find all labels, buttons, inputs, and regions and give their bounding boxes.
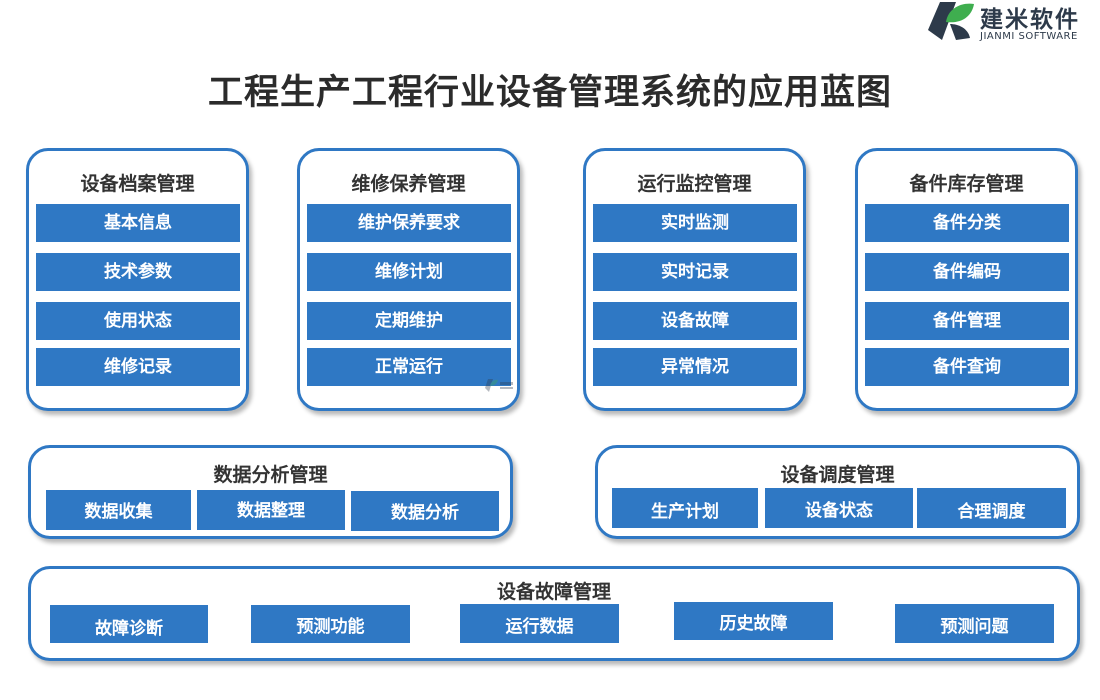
module-title: 设备档案管理 bbox=[80, 173, 195, 195]
item-spare-management[interactable]: 备件管理 bbox=[865, 302, 1069, 340]
item-production-plan[interactable]: 生产计划 bbox=[612, 488, 758, 528]
item-abnormal-situations[interactable]: 异常情况 bbox=[593, 348, 797, 386]
item-repair-plan[interactable]: 维修计划 bbox=[307, 253, 511, 291]
item-repair-records[interactable]: 维修记录 bbox=[36, 348, 240, 386]
item-fault-diagnosis[interactable]: 故障诊断 bbox=[50, 605, 208, 643]
module-maintenance: 维修保养管理 维护保养要求 维修计划 定期维护 正常运行 bbox=[297, 148, 520, 411]
module-title: 维修保养管理 bbox=[351, 173, 466, 195]
module-dispatch: 设备调度管理 生产计划 设备状态 合理调度 bbox=[595, 445, 1080, 539]
brand-name-cn: 建米软件 bbox=[980, 7, 1080, 33]
item-spare-query[interactable]: 备件查询 bbox=[865, 348, 1069, 386]
module-title: 设备故障管理 bbox=[496, 581, 611, 603]
item-data-organization[interactable]: 数据整理 bbox=[197, 490, 345, 530]
item-historical-faults[interactable]: 历史故障 bbox=[674, 602, 833, 640]
item-periodic-maintenance[interactable]: 定期维护 bbox=[307, 302, 511, 340]
item-basic-info[interactable]: 基本信息 bbox=[36, 204, 240, 242]
item-normal-operation[interactable]: 正常运行 bbox=[307, 348, 511, 386]
item-equipment-status[interactable]: 设备状态 bbox=[765, 488, 913, 528]
watermark-icon bbox=[485, 379, 513, 392]
item-reasonable-dispatch[interactable]: 合理调度 bbox=[917, 488, 1066, 528]
item-maintenance-requirements[interactable]: 维护保养要求 bbox=[307, 204, 511, 242]
item-data-collection[interactable]: 数据收集 bbox=[46, 490, 191, 530]
item-spare-coding[interactable]: 备件编码 bbox=[865, 253, 1069, 291]
module-archive: 设备档案管理 基本信息 技术参数 使用状态 维修记录 bbox=[26, 148, 249, 411]
module-spareparts: 备件库存管理 备件分类 备件编码 备件管理 备件查询 bbox=[855, 148, 1078, 411]
module-fault-management: 设备故障管理 故障诊断 预测功能 运行数据 历史故障 预测问题 bbox=[28, 566, 1080, 661]
brand-logo: 建米软件 JIANMI SOFTWARE bbox=[926, 0, 1098, 46]
item-realtime-monitoring[interactable]: 实时监测 bbox=[593, 204, 797, 242]
item-usage-status[interactable]: 使用状态 bbox=[36, 302, 240, 340]
brand-name-en: JIANMI SOFTWARE bbox=[980, 31, 1078, 42]
page-title: 工程生产工程行业设备管理系统的应用蓝图 bbox=[207, 73, 892, 113]
module-title: 设备调度管理 bbox=[780, 464, 895, 486]
module-monitoring: 运行监控管理 实时监测 实时记录 设备故障 异常情况 bbox=[583, 148, 806, 411]
module-title: 运行监控管理 bbox=[637, 173, 752, 195]
jianmi-logo-icon bbox=[928, 2, 974, 40]
item-prediction-function[interactable]: 预测功能 bbox=[251, 605, 410, 643]
item-data-analysis[interactable]: 数据分析 bbox=[351, 491, 499, 531]
item-spare-classification[interactable]: 备件分类 bbox=[865, 204, 1069, 242]
module-title: 备件库存管理 bbox=[909, 173, 1024, 195]
item-predicted-problems[interactable]: 预测问题 bbox=[895, 604, 1054, 643]
item-equipment-faults[interactable]: 设备故障 bbox=[593, 302, 797, 340]
module-data-analysis: 数据分析管理 数据收集 数据整理 数据分析 bbox=[28, 445, 513, 539]
item-realtime-records[interactable]: 实时记录 bbox=[593, 253, 797, 291]
item-tech-params[interactable]: 技术参数 bbox=[36, 253, 240, 291]
module-title: 数据分析管理 bbox=[213, 464, 328, 486]
item-operation-data[interactable]: 运行数据 bbox=[460, 604, 619, 643]
